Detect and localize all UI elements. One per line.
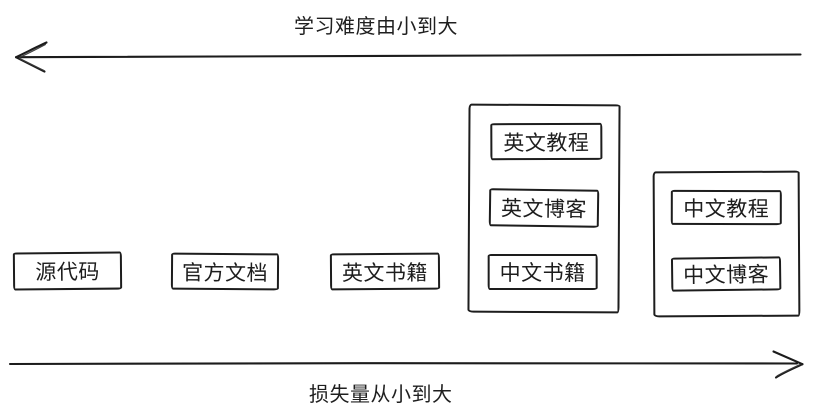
english-blogs-label: 英文博客 bbox=[500, 197, 588, 222]
source-code-box: 源代码 bbox=[12, 251, 123, 291]
arrow-right-icon bbox=[8, 350, 804, 379]
official-docs-box: 官方文档 bbox=[170, 252, 280, 291]
chinese-books-label: 中文书籍 bbox=[499, 261, 586, 285]
english-tutorials-box: 英文教程 bbox=[490, 122, 603, 161]
chinese-books-box: 中文书籍 bbox=[487, 253, 598, 290]
arrow-left-icon bbox=[14, 41, 802, 73]
chinese-blogs-box: 中文博客 bbox=[670, 256, 782, 292]
english-books-label: 英文书籍 bbox=[341, 261, 429, 285]
english-books-box: 英文书籍 bbox=[329, 252, 441, 291]
english-blogs-box: 英文博客 bbox=[488, 188, 600, 228]
english-tutorials-label: 英文教程 bbox=[503, 131, 590, 155]
top-axis-label: 学习难度由小到大 bbox=[294, 16, 458, 38]
bottom-axis-label: 损失量从小到大 bbox=[309, 384, 453, 406]
source-code-label: 源代码 bbox=[35, 260, 100, 285]
chinese-resources-group: 中文教程 中文博客 bbox=[652, 170, 801, 318]
english-resources-group: 英文教程 英文博客 中文书籍 bbox=[467, 103, 621, 314]
official-docs-label: 官方文档 bbox=[181, 261, 269, 285]
chinese-blogs-label: 中文博客 bbox=[683, 263, 770, 288]
chinese-tutorials-label: 中文教程 bbox=[683, 197, 770, 221]
chinese-tutorials-box: 中文教程 bbox=[670, 189, 782, 226]
